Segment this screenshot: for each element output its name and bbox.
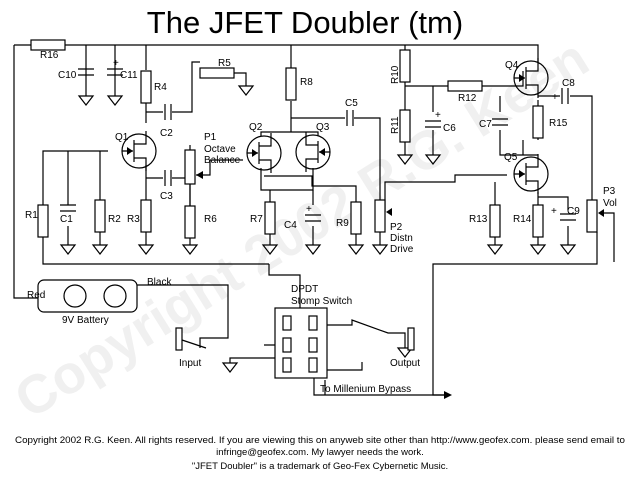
label-p2-name-1: Distn: [390, 233, 413, 244]
label-r1: R1: [25, 210, 38, 221]
label-r9: R9: [336, 218, 349, 229]
label-c6: C6: [443, 123, 456, 134]
label-r4: R4: [154, 82, 167, 93]
capacitor-c8: [561, 88, 569, 104]
label-c1: C1: [60, 214, 73, 225]
capacitor-c2: [164, 104, 172, 120]
jfet-q3: [295, 131, 331, 173]
resistor-r10: [399, 49, 411, 83]
label-q1: Q1: [115, 132, 129, 143]
copyright-line: Copyright 2002 R.G. Keen. All rights res…: [15, 435, 625, 446]
resistor-r8: [285, 67, 297, 101]
resistor-r4: [140, 70, 152, 104]
label-c2: C2: [160, 128, 173, 139]
resistor-r9: [350, 201, 362, 235]
label-dpdt-2: Stomp Switch: [291, 296, 352, 307]
label-black-wire: Black: [147, 277, 172, 288]
capacitor-c11: [107, 68, 123, 76]
resistor-r14: [532, 204, 544, 238]
resistor-r7: [264, 201, 276, 235]
resistor-r16: [30, 39, 66, 51]
plus-c4: +: [306, 204, 312, 215]
label-p3-name: Vol: [603, 198, 617, 209]
dpdt-stomp-switch: [274, 307, 328, 379]
label-r15: R15: [549, 118, 568, 129]
wiring: [13, 44, 615, 396]
label-bypass: To Millenium Bypass: [320, 384, 411, 395]
label-r14: R14: [513, 214, 532, 225]
capacitor-c10: [78, 68, 94, 76]
resistor-r5: [199, 67, 235, 79]
label-r7: R7: [250, 214, 263, 225]
resistor-r3: [140, 199, 152, 233]
label-r5: R5: [218, 58, 231, 69]
label-r12: R12: [458, 93, 477, 104]
label-c3: C3: [160, 191, 173, 202]
potentiometer-p3: [586, 199, 604, 233]
jfet-q2: [246, 132, 282, 174]
resistor-r15: [532, 105, 544, 139]
capacitor-c4: [305, 214, 321, 222]
capacitor-c7: [492, 118, 508, 126]
label-c8: C8: [562, 78, 575, 89]
jfet-q5: [513, 153, 549, 195]
capacitor-c9: [560, 213, 576, 221]
resistor-r12: [447, 80, 483, 92]
plus-c8: +: [552, 92, 558, 103]
label-r3: R3: [127, 214, 140, 225]
label-c10: C10: [58, 70, 77, 81]
label-p2: P2: [390, 222, 403, 233]
potentiometer-p1: [184, 145, 203, 206]
plus-c11: +: [113, 58, 119, 69]
contact-line: infringe@geofex.com. My lawyer needs the…: [216, 447, 424, 458]
label-p1: P1: [204, 132, 217, 143]
capacitor-c5: [346, 110, 354, 126]
label-red-wire: Red: [27, 290, 45, 301]
label-input: Input: [179, 358, 201, 369]
resistor-r13: [489, 204, 501, 238]
label-r2: R2: [108, 214, 121, 225]
label-q5: Q5: [504, 152, 518, 163]
label-dpdt-1: DPDT: [291, 284, 318, 295]
capacitor-c1: [60, 204, 76, 255]
plus-c9: +: [551, 206, 557, 217]
label-q2: Q2: [249, 122, 263, 133]
resistor-r11: [399, 109, 411, 143]
label-p1-name-1: Octave: [204, 144, 236, 155]
potentiometer-p2: [374, 199, 392, 245]
label-battery: 9V Battery: [62, 315, 109, 326]
label-c11: C11: [120, 70, 138, 81]
label-r11: R11: [390, 116, 401, 134]
label-c4: C4: [284, 220, 297, 231]
label-output: Output: [390, 358, 420, 369]
battery-9v: [37, 279, 138, 313]
trademark-line: "JFET Doubler" is a trademark of Geo-Fex…: [192, 461, 448, 472]
label-r8: R8: [300, 77, 313, 88]
label-q4: Q4: [505, 60, 519, 71]
label-q3: Q3: [316, 122, 330, 133]
resistor-r2: [94, 199, 106, 233]
output-jack: [407, 327, 415, 351]
capacitor-c6: [425, 120, 441, 128]
input-jack: [175, 327, 183, 351]
bypass-arrow: [444, 391, 452, 399]
label-r6: R6: [204, 214, 217, 225]
label-c5: C5: [345, 98, 358, 109]
label-c9: C9: [567, 206, 580, 217]
capacitor-c3: [164, 170, 172, 186]
label-c7: C7: [479, 119, 492, 130]
plus-c6: +: [435, 110, 441, 121]
label-p3: P3: [603, 186, 616, 197]
resistor-r1: [37, 204, 49, 238]
label-p1-name-2: Balance: [204, 155, 241, 166]
label-r16: R16: [40, 50, 59, 61]
label-r13: R13: [469, 214, 488, 225]
label-r10: R10: [390, 65, 401, 84]
label-p2-name-2: Drive: [390, 244, 414, 255]
resistor-r6: [184, 205, 196, 239]
schematic-title: The JFET Doubler (tm): [147, 5, 463, 40]
